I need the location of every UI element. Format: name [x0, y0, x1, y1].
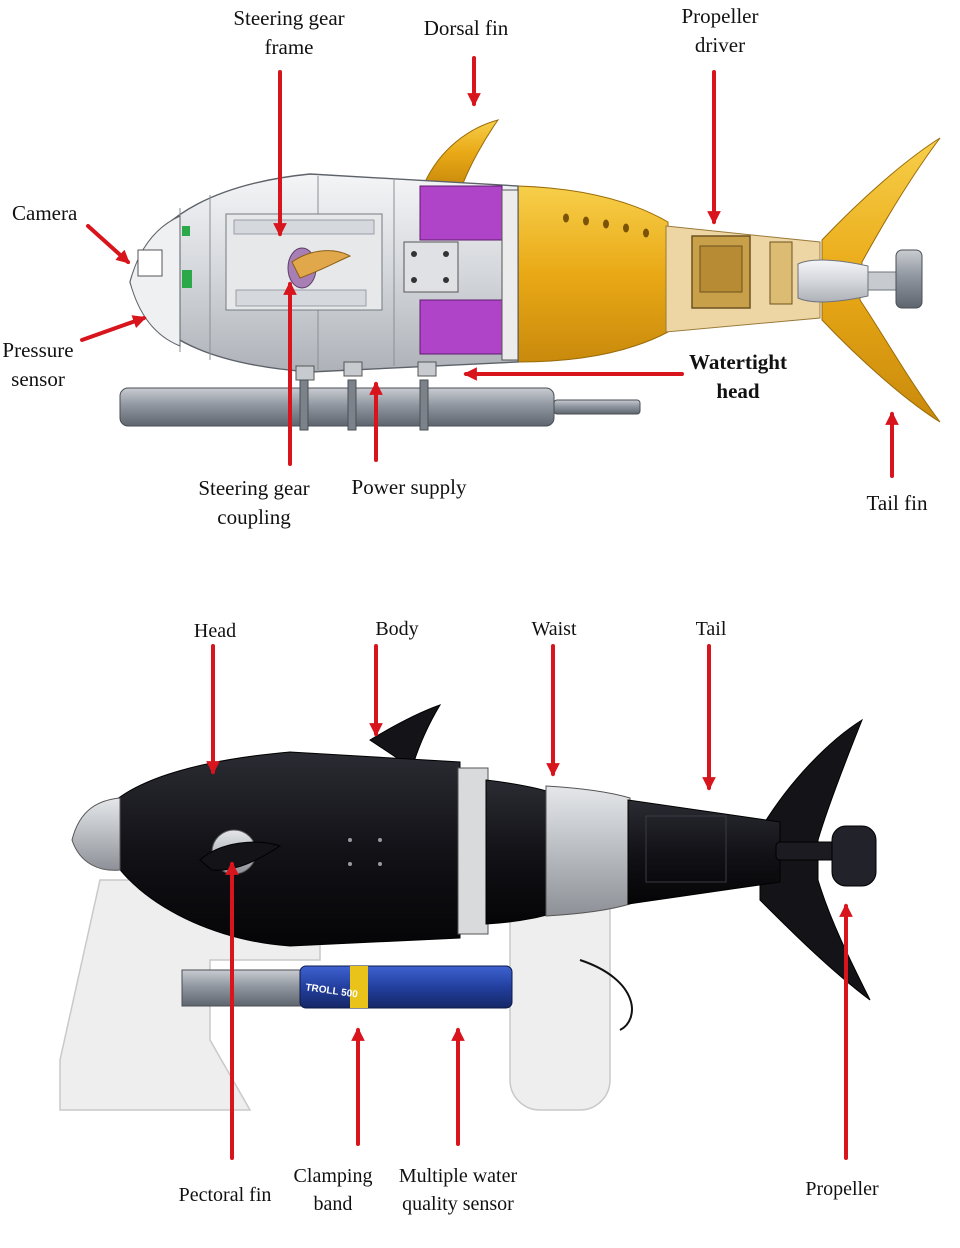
prototype-waist — [545, 785, 631, 917]
prototype-propeller-shroud — [831, 825, 877, 887]
sensor-tube-steel — [181, 969, 303, 1007]
prototype-body — [95, 751, 461, 947]
prototype-nose-band — [71, 797, 121, 871]
label-body: Body — [375, 618, 419, 640]
label-head: Head — [193, 620, 237, 642]
dorsal-fin-shape — [424, 119, 500, 187]
prototype-tail-section — [627, 799, 781, 905]
label-power-supply: Power supply — [351, 475, 467, 499]
physical-prototype: TROLL 500 — [59, 704, 877, 1111]
label-propeller: Propeller — [805, 1178, 879, 1200]
annotation-arrows — [80, 56, 899, 1160]
camera-module — [137, 249, 163, 277]
label-pressure-sensor: Pressure sensor — [2, 338, 74, 391]
arrow-pressure-sensor — [80, 315, 147, 342]
propeller-hub — [797, 259, 869, 303]
label-waist: Waist — [531, 618, 577, 640]
label-tail-fin: Tail fin — [866, 491, 928, 515]
yellow-body-section — [517, 185, 669, 363]
watertight-compartment-upper — [419, 185, 503, 241]
propeller-shroud — [895, 249, 923, 309]
label-tail: Tail — [695, 618, 727, 640]
label-multiple-water-quality-sensor: Multiple water quality sensor — [398, 1165, 518, 1215]
power-supply-rod — [119, 387, 555, 427]
label-propeller-driver: Propeller driver — [681, 4, 759, 57]
label-watertight-head: Watertight head — [689, 350, 787, 403]
label-steering-gear-coupling: Steering gear coupling — [198, 476, 310, 529]
watertight-compartment-lower — [419, 299, 503, 355]
label-dorsal-fin: Dorsal fin — [423, 16, 509, 40]
label-pectoral-fin: Pectoral fin — [178, 1184, 272, 1206]
label-clamping-band: Clamping band — [293, 1165, 373, 1215]
label-camera: Camera — [12, 201, 78, 225]
nose-cap — [129, 215, 181, 347]
prototype-dorsal-fin — [369, 704, 442, 769]
yellow-body-rivets — [563, 213, 649, 238]
label-steering-gear-frame: Steering gear frame — [233, 6, 345, 59]
cad-cutaway-model — [119, 119, 941, 431]
arrow-camera — [86, 224, 131, 264]
inner-pectoral-fin — [291, 250, 352, 279]
